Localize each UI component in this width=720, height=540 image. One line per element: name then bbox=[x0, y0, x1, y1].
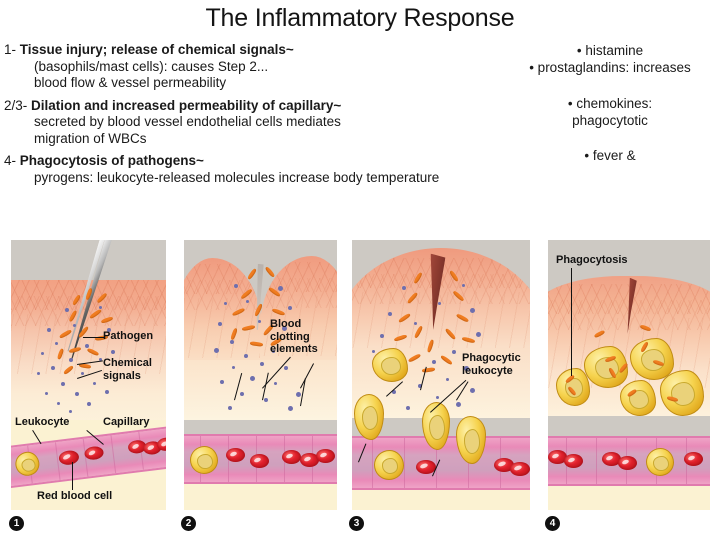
red-blood-cell bbox=[510, 462, 530, 476]
step-2-line-2: migration of WBCs bbox=[34, 130, 147, 146]
step-3-title: Phagocytosis of pathogens~ bbox=[19, 153, 204, 168]
panel-1-label-chemical-signals: Chemical signals bbox=[103, 357, 152, 382]
right-note-2-line-1: • chemokines: bbox=[567, 96, 653, 111]
red-blood-cell bbox=[548, 450, 567, 464]
panel-1-label-capillary: Capillary bbox=[103, 416, 150, 428]
phagocytic-leukocyte bbox=[584, 346, 628, 388]
red-blood-cell bbox=[494, 458, 514, 472]
panel-3-label-phagocytic-leukocyte: Phagocytic leukocyte bbox=[462, 352, 521, 377]
step-item-1: 1- Tissue injury; release of chemical si… bbox=[4, 42, 514, 92]
panel-3-badge: 3 bbox=[349, 516, 364, 531]
right-note-1: • histamine • prostaglandins: increases bbox=[500, 42, 720, 76]
panel-4-badge: 4 bbox=[545, 516, 560, 531]
step-item-3: 4- Phagocytosis of pathogens~ pyrogens: … bbox=[4, 153, 514, 186]
step-3-number: 4- bbox=[4, 153, 17, 168]
panel-1-label-pathogen: Pathogen bbox=[103, 330, 154, 342]
leukocyte bbox=[646, 448, 674, 476]
phagocytic-leukocyte bbox=[556, 368, 590, 406]
red-blood-cell bbox=[416, 460, 436, 474]
figure-panel-1: Pathogen Chemical signals Leukocyte Capi… bbox=[11, 240, 166, 510]
red-blood-cell bbox=[58, 449, 80, 466]
figure-panel-4: Phagocytosis bbox=[548, 240, 710, 510]
right-note-2: • chemokines: phagocytotic bbox=[500, 95, 720, 129]
panel-1-badge: 1 bbox=[9, 516, 24, 531]
figure-panel-2: Blood clotting elements bbox=[184, 240, 337, 510]
red-blood-cell bbox=[602, 452, 621, 466]
red-blood-cell bbox=[316, 449, 335, 463]
panel-4-label-phagocytosis: Phagocytosis bbox=[556, 254, 628, 266]
phagocytic-leukocyte bbox=[456, 416, 486, 464]
right-notes-column: • histamine • prostaglandins: increases … bbox=[500, 42, 720, 164]
phagocytic-leukocyte bbox=[422, 402, 450, 450]
step-3-line-1: pyrogens: leukocyte-released molecules i… bbox=[34, 169, 440, 185]
step-2-number: 2/3- bbox=[4, 97, 28, 113]
step-1-line-1: (basophils/mast cells): causes Step 2... bbox=[34, 58, 269, 74]
red-blood-cell bbox=[282, 450, 301, 464]
step-2-line-1: secreted by blood vessel endothelial cel… bbox=[34, 114, 341, 129]
red-blood-cell bbox=[226, 448, 245, 462]
panel-2-badge: 2 bbox=[181, 516, 196, 531]
panel-2-lower-tissue bbox=[184, 360, 337, 420]
right-note-1-line-1: • histamine bbox=[576, 43, 644, 58]
leukocyte bbox=[13, 450, 41, 478]
leukocyte bbox=[374, 450, 404, 480]
capillary bbox=[184, 434, 337, 484]
panel-1-label-red-blood-cell: Red blood cell bbox=[37, 490, 113, 502]
step-1-title: Tissue injury; release of chemical signa… bbox=[19, 42, 294, 57]
right-note-3-line-1: • fever & bbox=[584, 148, 636, 163]
figure-panel-3: Phagocytic leukocyte bbox=[352, 240, 530, 510]
step-1-head: 1- Tissue injury; release of chemical si… bbox=[4, 42, 514, 59]
step-2-head: 2/3- Dilation and increased permeability… bbox=[4, 98, 514, 115]
red-blood-cell bbox=[300, 453, 319, 467]
red-blood-cell bbox=[618, 456, 637, 470]
red-blood-cell bbox=[684, 452, 703, 466]
phagocytic-leukocyte bbox=[630, 338, 674, 380]
panel-1-background bbox=[11, 240, 166, 284]
phagocytic-leukocyte bbox=[620, 380, 656, 416]
red-blood-cell bbox=[250, 454, 269, 468]
panel-1-label-leukocyte: Leukocyte bbox=[15, 416, 70, 428]
right-note-3: • fever & bbox=[500, 147, 720, 164]
capillary bbox=[548, 436, 710, 486]
steps-list: 1- Tissue injury; release of chemical si… bbox=[4, 42, 514, 188]
page-title: The Inflammatory Response bbox=[205, 4, 515, 32]
step-1-number: 1- bbox=[4, 42, 17, 57]
step-1-line-2: blood flow & vessel permeability bbox=[34, 75, 227, 90]
step-3-head: 4- Phagocytosis of pathogens~ bbox=[4, 153, 514, 170]
phagocytic-leukocyte bbox=[372, 348, 408, 382]
panel-2-label-blood-clotting-elements: Blood clotting elements bbox=[270, 318, 318, 355]
red-blood-cell bbox=[564, 454, 583, 468]
phagocytic-leukocyte bbox=[354, 394, 384, 440]
right-note-1-line-2: • prostaglandins: increases bbox=[529, 60, 691, 75]
right-note-2-line-2: phagocytotic bbox=[572, 113, 648, 128]
leukocyte bbox=[190, 446, 218, 474]
inflammatory-response-figure: Pathogen Chemical signals Leukocyte Capi… bbox=[0, 238, 720, 538]
red-blood-cell bbox=[83, 445, 105, 461]
step-2-title: Dilation and increased permeability of c… bbox=[31, 97, 342, 113]
phagocytic-leukocyte bbox=[660, 370, 704, 416]
step-item-2: 2/3- Dilation and increased permeability… bbox=[4, 98, 514, 148]
